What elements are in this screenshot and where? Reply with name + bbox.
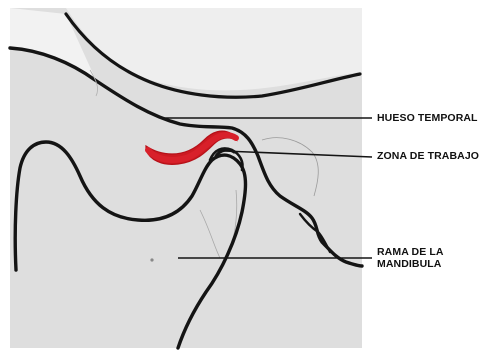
label-rama-mandibula: RAMA DE LA MANDIBULA [377, 246, 444, 270]
dot-mark [150, 258, 153, 261]
label-hueso-temporal: HUESO TEMPORAL [377, 112, 478, 124]
label-rama-line2: MANDIBULA [377, 258, 444, 270]
label-zona-de-trabajo: ZONA DE TRABAJO [377, 150, 479, 162]
label-rama-line1: RAMA DE LA [377, 246, 444, 258]
background-right [362, 8, 478, 348]
